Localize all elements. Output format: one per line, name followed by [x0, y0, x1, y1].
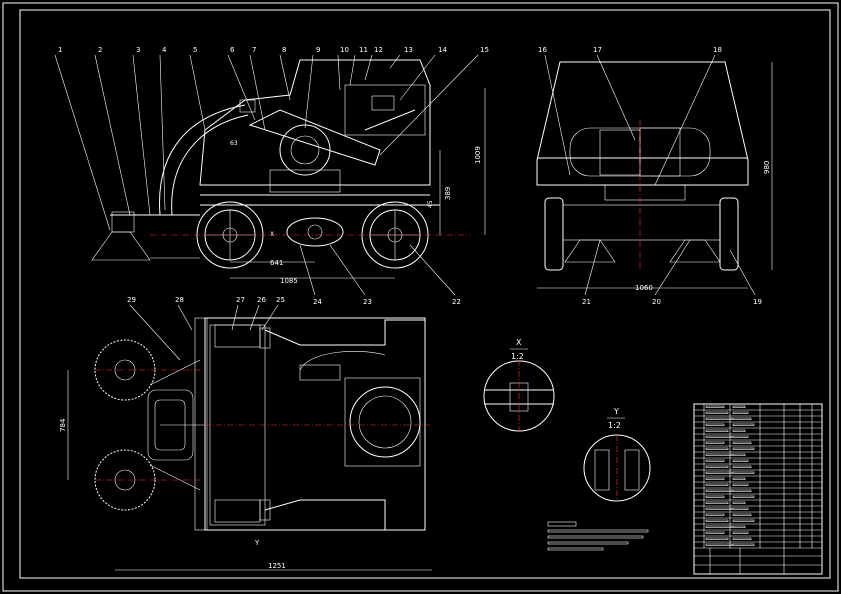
- callout-29: 29: [127, 296, 136, 304]
- dim-45: 45: [427, 200, 434, 208]
- dim-1009: 1009: [474, 146, 482, 164]
- callout-20: 20: [652, 298, 661, 306]
- callout-19: 19: [753, 298, 762, 306]
- callout-17: 17: [593, 46, 602, 54]
- callout-9: 9: [316, 46, 320, 54]
- callout-14: 14: [438, 46, 447, 54]
- callout-25: 25: [276, 296, 285, 304]
- callout-10: 10: [340, 46, 349, 54]
- detail-x-scale: 1:2: [511, 352, 524, 361]
- callout-16: 16: [538, 46, 547, 54]
- detail-y-label: Y: [613, 407, 619, 416]
- callout-27: 27: [236, 296, 245, 304]
- section-mark-y: Y: [254, 539, 260, 547]
- dim-784: 784: [59, 418, 67, 432]
- dim-63: 63: [230, 140, 238, 147]
- dim-980: 980: [763, 161, 771, 174]
- dim-1085: 1085: [280, 277, 298, 285]
- front-view: 1060 980 16 17 18 19 20 21: [536, 46, 773, 306]
- dim-641: 641: [270, 259, 283, 267]
- callout-11: 11: [359, 46, 368, 54]
- side-view: 641 1085 1009 389 45 63 X: [91, 59, 486, 285]
- callout-2: 2: [98, 46, 102, 54]
- callout-28: 28: [175, 296, 184, 304]
- callout-4: 4: [162, 46, 167, 54]
- callout-22: 22: [452, 298, 461, 306]
- technical-notes: [547, 521, 649, 551]
- callout-3: 3: [136, 46, 140, 54]
- callout-8: 8: [282, 46, 286, 54]
- callout-21: 21: [582, 298, 591, 306]
- section-mark-x: X: [270, 231, 274, 238]
- callouts-top-left: 1 2 3 4 5 6 7 8 9 10 11 12 13 14 15: [54, 46, 489, 231]
- detail-y: Y 1:2: [583, 407, 651, 502]
- dim-1251: 1251: [268, 562, 286, 570]
- callout-12: 12: [374, 46, 383, 54]
- callout-1: 1: [58, 46, 62, 54]
- callout-7: 7: [252, 46, 256, 54]
- callout-24: 24: [313, 298, 322, 306]
- inner-border: [19, 9, 831, 579]
- callout-18: 18: [713, 46, 722, 54]
- dim-1060: 1060: [635, 284, 653, 292]
- track-wheel: [286, 217, 344, 247]
- callout-23: 23: [363, 298, 372, 306]
- detail-x-label: X: [516, 338, 522, 347]
- callout-13: 13: [404, 46, 413, 54]
- title-block: [693, 403, 823, 575]
- dim-389: 389: [444, 187, 452, 200]
- detail-x: X 1:2: [483, 338, 555, 432]
- callout-26: 26: [257, 296, 266, 304]
- callouts-side-bottom: 22 23 24: [299, 244, 461, 306]
- callout-6: 6: [230, 46, 235, 54]
- callout-15: 15: [480, 46, 489, 54]
- detail-y-scale: 1:2: [608, 421, 621, 430]
- plan-view: 784 1251 Y 29 28 27 26 25: [59, 296, 432, 571]
- callout-5: 5: [193, 46, 197, 54]
